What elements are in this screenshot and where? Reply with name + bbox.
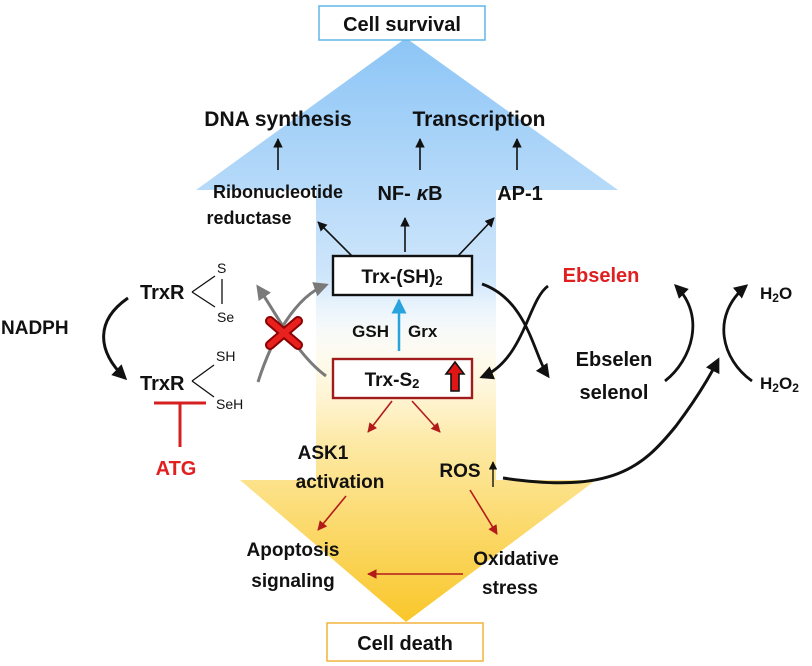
blocked-x-icon — [265, 316, 303, 350]
arrow-trx-reduced-to-selenol — [481, 282, 550, 379]
ask1-line1: ASK1 — [298, 443, 349, 464]
transcription-label: Transcription — [412, 108, 545, 131]
atg-label: ATG — [156, 458, 197, 480]
ebselen-label: Ebselen — [563, 265, 640, 287]
h2o-label: H2O — [760, 284, 792, 305]
ribonucleotide-reductase-line1: Ribonucleotide — [213, 182, 343, 202]
trxr-reduced-sh: SH — [216, 348, 235, 364]
cell-death-label: Cell death — [357, 633, 453, 655]
cell-survival-label: Cell survival — [343, 14, 461, 36]
nadph-reduction-arrow — [102, 296, 129, 381]
dna-synthesis-label: DNA synthesis — [204, 108, 351, 131]
grx-label: Grx — [408, 322, 438, 341]
ask1-line2: activation — [296, 472, 385, 493]
trx-reduced-box — [331, 254, 474, 297]
arrow-trx-oxidized-to-ask1 — [367, 400, 393, 433]
arrow-ros-to-oxidative-stress — [469, 489, 498, 535]
apoptosis-line2: signaling — [251, 571, 334, 592]
trxr-oxidized-label: TrxR — [140, 282, 185, 304]
ap1-label: AP-1 — [497, 183, 543, 205]
ebselen-selenol-line2: selenol — [580, 382, 649, 404]
arrow-trx-to-ap1 — [457, 217, 495, 257]
trx-oxidized-box — [331, 357, 474, 400]
cell-survival-arrow — [196, 38, 618, 380]
nfkb-label: NF-κB — [377, 183, 442, 205]
trxr-reduced-bond-lower — [191, 380, 215, 398]
cell-survival-box — [318, 5, 486, 41]
trxr-reduced-seh: SeH — [216, 396, 243, 412]
oxidative-line1: Oxidative — [473, 549, 559, 570]
oxidative-line2: stress — [482, 578, 538, 599]
trx-oxidized-increase-icon — [444, 360, 466, 392]
trxr-reduced-bond-upper — [191, 364, 215, 382]
ribonucleotide-reductase-line2: reductase — [206, 208, 291, 228]
arrow-ebselen-to-trx-oxidized — [479, 284, 549, 380]
arrow-trx-to-rnr — [317, 221, 353, 257]
cell-death-box — [326, 622, 484, 662]
cell-death-arrow — [240, 290, 596, 622]
trxr-reduced-label: TrxR — [140, 373, 185, 395]
trxr-oxidized-s: S — [217, 260, 226, 276]
trx-reduced-label: Trx-(SH)2 — [361, 267, 442, 288]
gsh-label: GSH — [352, 322, 389, 341]
arrow-trx-oxidized-to-ros — [411, 400, 441, 433]
trxr-oxidized-se: Se — [217, 309, 234, 325]
arrow-selenol-to-ebselen — [664, 284, 695, 383]
h2o2-label: H2O2 — [760, 374, 799, 395]
nadph-label: NADPH — [1, 318, 69, 339]
ros-label: ROS — [439, 461, 480, 482]
apoptosis-line1: Apoptosis — [247, 540, 340, 561]
trxr-oxidized-bond-lower — [191, 291, 216, 308]
trxr-oxidized-bond-upper — [191, 275, 216, 293]
trx-oxidized-label: Trx-S2 — [365, 370, 420, 391]
gray-arrow-trxr-reduce — [256, 282, 329, 383]
arrow-ros-to-ebselen-cycle — [502, 357, 720, 485]
ebselen-selenol-line1: Ebselen — [576, 349, 653, 371]
arrow-ask1-to-apoptosis — [317, 495, 347, 531]
arrow-h2o2-to-h2o — [722, 284, 753, 383]
